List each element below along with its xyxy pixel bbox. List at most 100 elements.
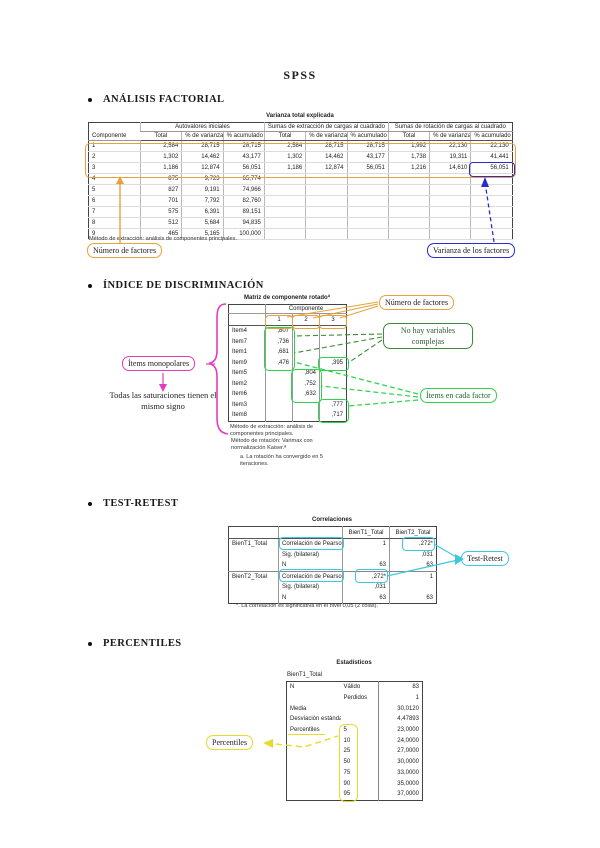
column-header: % acumulado [470, 131, 513, 141]
table-cell: 56,051 [346, 162, 389, 174]
table-cell [292, 347, 320, 358]
table-cell: ,777 [318, 399, 347, 410]
table-cell [341, 703, 379, 714]
table-cell: 100,000 [222, 228, 265, 240]
group-header: Componente [264, 304, 347, 314]
group-header: Sumas de rotación de cargas al cuadrado [387, 122, 513, 132]
table-cell: 4,47893 [378, 714, 423, 725]
table-cell: 28,715 [346, 140, 389, 152]
table-cell: 14,462 [181, 151, 224, 163]
table-cell [387, 217, 430, 229]
annotation-text-saturaciones: Todas las saturaciones tienen el mismo s… [109, 390, 217, 411]
table-cell: ,632 [292, 389, 320, 400]
table-cell [229, 550, 279, 561]
table-cell: ,272* [389, 538, 437, 550]
table-cell: 6,391 [181, 206, 224, 218]
table-cell [387, 184, 430, 196]
column-header: % de varianza [429, 131, 471, 141]
table-cell [318, 336, 347, 347]
table-cell: 63 [389, 592, 437, 604]
table-cell: 23,0000 [378, 724, 423, 736]
table-cell [305, 206, 347, 218]
column-header: Total [263, 131, 306, 141]
table-cell: 28,715 [181, 140, 224, 152]
table-cell [265, 378, 293, 389]
table-cell [287, 789, 341, 800]
table-cell: 24,0000 [378, 735, 423, 747]
table-cell: 701 [139, 195, 182, 207]
table-cell [263, 184, 306, 196]
annotation-label-varianza-factores: Varianza de los factores [427, 243, 516, 258]
column-header: BienT2_Total [389, 526, 437, 539]
table-cell [263, 173, 306, 185]
table-cell: ,476 [265, 357, 293, 368]
table-cell [342, 549, 390, 560]
column-header-componente: Componente [88, 122, 141, 141]
table-cell: 56,051 [222, 162, 265, 174]
table-cell [387, 173, 430, 185]
table-cell: Item2 [232, 380, 248, 387]
table-cell [229, 582, 279, 593]
varianza-table-title: Varianza total explicada [266, 113, 334, 119]
table-row: Sig. (bilateral),031 [229, 582, 437, 593]
table-cell: ,272* [342, 570, 390, 582]
table-cell [346, 217, 389, 229]
annotation-label-test-retest: Test-Retest [461, 551, 509, 566]
table-cell: Sig. (bilateral) [278, 582, 343, 593]
table-cell: 7 [88, 206, 141, 218]
table-cell: 41,441 [470, 151, 513, 163]
section-heading-analisis-factorial: ANÁLISIS FACTORIAL [88, 94, 224, 105]
table-cell [318, 378, 347, 389]
table-cell [470, 206, 513, 218]
column-header: % acumulado [222, 131, 265, 141]
estadisticos-table-title: Estadísticos [336, 660, 372, 666]
table-cell [287, 768, 341, 779]
table-cell: 1 [389, 570, 437, 582]
table-cell: 43,177 [222, 151, 265, 163]
table-cell [287, 757, 341, 768]
table-cell: 1 [88, 140, 141, 152]
table-cell [429, 184, 471, 196]
table-cell: 28,715 [305, 140, 347, 152]
table-cell: 5,684 [181, 217, 224, 229]
table-cell: 22,130 [429, 140, 471, 152]
column-header: BienT1_Total [342, 526, 390, 539]
table-cell: 82,760 [222, 195, 265, 207]
column-header: % acumulado [346, 131, 389, 141]
table-cell: 4 [88, 173, 141, 185]
corner-cell [278, 526, 343, 539]
table-cell: ,031 [389, 549, 437, 560]
table-row: Item1,681 [229, 347, 347, 358]
table-cell [387, 206, 430, 218]
table-cell: ,736 [265, 336, 293, 347]
table-cell [229, 560, 279, 571]
bullet-icon [88, 97, 92, 102]
table-cell [470, 173, 513, 185]
section-heading-percentiles: PERCENTILES [88, 638, 182, 649]
column-header: 3 [318, 313, 347, 326]
table-cell: 575 [139, 206, 182, 218]
table-cell: 30,0120 [378, 703, 423, 715]
bullet-icon [88, 641, 92, 646]
estadisticos-subtitle: BienT1_Total [287, 672, 323, 678]
table-cell [265, 389, 293, 400]
annotation-label-no-variables-complejas: No hay variables complejas [383, 323, 473, 349]
table-cell: Item7 [232, 338, 248, 345]
table-row: Item7 ,736 [229, 336, 347, 347]
table-cell: 512 [139, 217, 182, 229]
table-cell [318, 389, 347, 400]
table-cell: 83 [378, 681, 423, 693]
table-cell: ,807 [265, 325, 293, 337]
table-cell: Perdidos [343, 695, 368, 702]
table-row: Item4,807 [229, 325, 347, 337]
